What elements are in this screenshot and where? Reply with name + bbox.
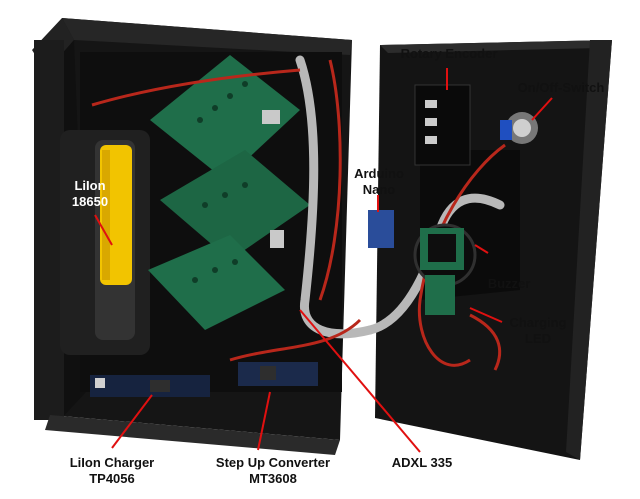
- label-arduino-line2: Nano: [362, 182, 396, 197]
- label-step-up-converter: Step Up Converter MT3608: [200, 455, 346, 487]
- label-lilon-line1: LiIon: [74, 178, 106, 193]
- label-charging-led: Charging LED: [498, 315, 578, 347]
- label-buzzer: Buzzer: [487, 276, 531, 291]
- on-off-switch: [500, 112, 538, 144]
- label-lilon-battery: LiIon 18650: [58, 178, 122, 210]
- charger-module: [90, 375, 210, 397]
- callout-lines: [94, 68, 553, 453]
- label-adxl-335: ADXL 335: [391, 455, 453, 470]
- pcb-stack: [148, 55, 310, 330]
- label-lilon-line2: 18650: [71, 194, 109, 209]
- red-wires: [91, 59, 506, 371]
- label-on-off-switch: On/Off-Switch: [517, 80, 605, 95]
- label-lilon-charger: LiIon Charger TP4056: [56, 455, 168, 487]
- label-charging-line2: LED: [525, 331, 551, 346]
- accelerometer-board: [420, 228, 464, 315]
- label-rotary-encoder: Rotary Encoder: [400, 46, 498, 61]
- label-charger-line2: TP4056: [89, 471, 135, 486]
- label-stepup-line1: Step Up Converter: [215, 455, 331, 470]
- lid-enclosure: [375, 40, 612, 460]
- battery-18650: [60, 130, 150, 355]
- label-charger-line1: LiIon Charger: [69, 455, 155, 470]
- label-arduino-nano: Arduino Nano: [348, 166, 410, 198]
- label-stepup-line2: MT3608: [249, 471, 297, 486]
- label-arduino-line1: Arduino: [354, 166, 404, 181]
- label-charging-line1: Charging: [509, 315, 567, 330]
- rotary-encoder: [414, 84, 471, 166]
- stepup-module: [238, 362, 318, 386]
- arduino-nano: [368, 210, 394, 248]
